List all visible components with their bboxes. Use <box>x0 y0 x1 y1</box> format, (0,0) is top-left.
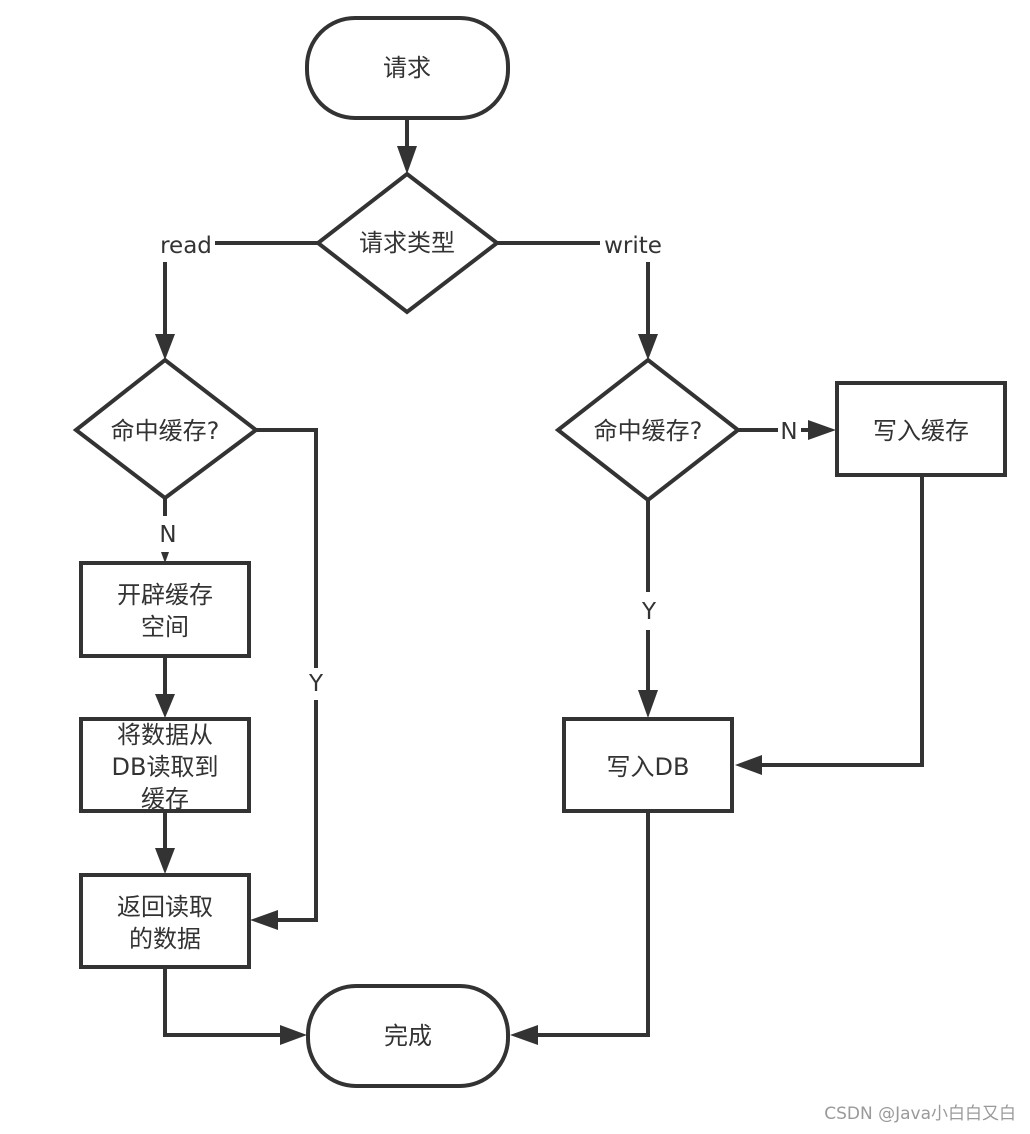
edge-write-branch: write <box>497 233 662 360</box>
node-allocate-cache-line-2: 空间 <box>141 613 189 641</box>
node-end-label: 完成 <box>384 1022 432 1050</box>
node-write-cache-hit-label: 命中缓存? <box>594 417 703 445</box>
node-load-from-db-line-1: 将数据从 <box>117 721 213 749</box>
edge-read-branch: read <box>155 233 318 360</box>
node-load-from-db: 将数据从 DB读取到 缓存 <box>79 717 251 813</box>
node-request-type-label: 请求类型 <box>359 229 455 257</box>
arrowhead-icon <box>155 334 175 360</box>
edge-load-to-return <box>155 811 175 874</box>
arrowhead-icon <box>397 146 417 174</box>
arrowhead-icon <box>250 910 278 930</box>
edge-label-read: read <box>160 233 212 259</box>
node-write-db-label: 写入DB <box>607 753 690 781</box>
arrowhead-icon <box>510 1025 538 1045</box>
edge-start-to-request-type <box>397 118 417 174</box>
arrowhead-icon <box>808 420 836 440</box>
edge-allocate-to-load <box>155 656 175 718</box>
edge-label-n-read: N <box>159 522 176 548</box>
arrowhead-icon <box>638 690 658 718</box>
edge-label-y-write: Y <box>641 599 657 625</box>
node-read-cache-hit: 命中缓存? <box>72 357 260 501</box>
arrowhead-icon <box>735 755 762 775</box>
edge-write-hit: Y <box>638 500 658 718</box>
edge-read-miss: N <box>159 498 177 563</box>
edge-write-db-to-end <box>510 811 650 1045</box>
node-return-data-line-2: 的数据 <box>129 925 201 953</box>
node-write-cache: 写入缓存 <box>835 381 1007 477</box>
node-load-from-db-line-3: 缓存 <box>141 785 189 813</box>
node-load-from-db-line-2: DB读取到 <box>112 753 219 781</box>
edge-write-miss: N <box>738 419 836 445</box>
arrowhead-icon <box>638 334 658 360</box>
edge-return-to-end <box>163 967 307 1045</box>
node-return-data: 返回读取 的数据 <box>79 873 251 969</box>
node-allocate-cache: 开辟缓存 空间 <box>79 561 251 658</box>
node-request-type: 请求类型 <box>314 171 501 315</box>
node-write-cache-label: 写入缓存 <box>873 417 969 445</box>
edge-read-hit: Y <box>250 428 324 930</box>
arrowhead-icon <box>155 694 175 718</box>
node-read-cache-hit-label: 命中缓存? <box>111 417 220 445</box>
edge-label-write: write <box>604 233 662 259</box>
node-start-label: 请求 <box>383 54 431 82</box>
node-return-data-line-1: 返回读取 <box>117 893 213 921</box>
node-end: 完成 <box>306 984 510 1088</box>
edge-label-y-read: Y <box>308 671 324 697</box>
node-write-cache-hit: 命中缓存? <box>554 357 742 503</box>
watermark: CSDN @Java小白白又白 <box>824 1104 1016 1124</box>
arrowhead-icon <box>280 1025 307 1045</box>
node-write-db: 写入DB <box>562 717 734 813</box>
edge-label-n-write: N <box>780 419 797 445</box>
edge-write-cache-to-db <box>735 475 924 775</box>
node-start: 请求 <box>305 16 510 120</box>
arrowhead-icon <box>155 848 175 874</box>
node-allocate-cache-line-1: 开辟缓存 <box>117 581 213 609</box>
arrowhead-icon <box>161 552 169 563</box>
